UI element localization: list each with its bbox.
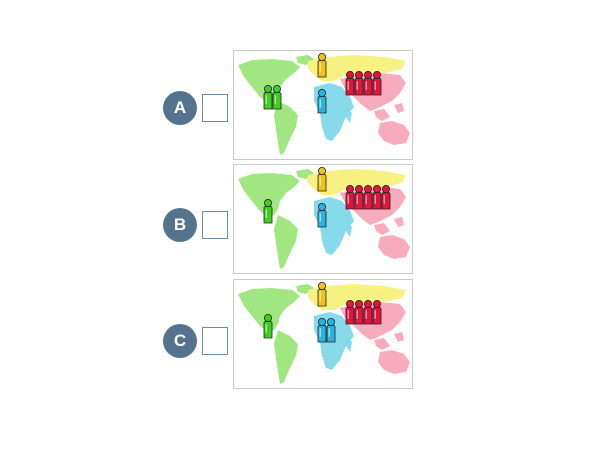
person-figure-asia-icon bbox=[345, 70, 355, 96]
person-figure-asia-icon bbox=[372, 184, 382, 210]
region-europe-north bbox=[308, 55, 406, 81]
person-figure-africa-icon bbox=[317, 318, 327, 343]
option-a-checkbox[interactable] bbox=[202, 94, 228, 122]
person-figure-americas-icon bbox=[263, 199, 273, 224]
region-europe-north bbox=[308, 169, 406, 195]
person-figure-asia-icon bbox=[354, 299, 364, 325]
person-figure-asia-icon bbox=[354, 70, 364, 96]
person-figure-asia-icon bbox=[372, 70, 382, 96]
person-figure-europe-north-icon bbox=[317, 53, 327, 78]
person-figure-americas-icon bbox=[263, 85, 273, 110]
person-figure-americas-icon bbox=[263, 314, 273, 339]
option-letter-badge: A bbox=[163, 91, 197, 125]
region-americas bbox=[238, 55, 314, 155]
person-figure-asia-icon bbox=[345, 299, 355, 325]
person-figure-europe-north-icon bbox=[317, 167, 327, 192]
person-figure-asia-icon bbox=[363, 70, 373, 96]
option-b-checkbox[interactable] bbox=[202, 211, 228, 239]
region-europe-north bbox=[308, 284, 406, 310]
option-letter-badge: C bbox=[163, 324, 197, 358]
person-figure-asia-icon bbox=[363, 184, 373, 210]
option-letter-badge: B bbox=[163, 208, 197, 242]
person-figure-africa-icon bbox=[326, 318, 336, 343]
region-americas bbox=[238, 169, 314, 269]
person-figure-europe-north-icon bbox=[317, 282, 327, 307]
option-b: B bbox=[0, 164, 600, 278]
world-map-c bbox=[238, 282, 410, 384]
option-c: C bbox=[0, 279, 600, 393]
option-c-map[interactable] bbox=[233, 279, 413, 389]
person-figure-asia-icon bbox=[372, 299, 382, 325]
person-figure-asia-icon bbox=[381, 184, 391, 210]
person-figure-africa-icon bbox=[317, 89, 327, 114]
person-figure-asia-icon bbox=[354, 184, 364, 210]
world-map-a bbox=[238, 53, 410, 155]
person-figure-asia-icon bbox=[363, 299, 373, 325]
option-a: A bbox=[0, 50, 600, 164]
option-a-map[interactable] bbox=[233, 50, 413, 160]
person-figure-asia-icon bbox=[345, 184, 355, 210]
person-figure-africa-icon bbox=[317, 203, 327, 228]
option-b-map[interactable] bbox=[233, 164, 413, 274]
world-map-b bbox=[238, 167, 410, 269]
region-americas bbox=[238, 284, 314, 384]
option-c-checkbox[interactable] bbox=[202, 327, 228, 355]
person-figure-americas-icon bbox=[272, 85, 282, 110]
